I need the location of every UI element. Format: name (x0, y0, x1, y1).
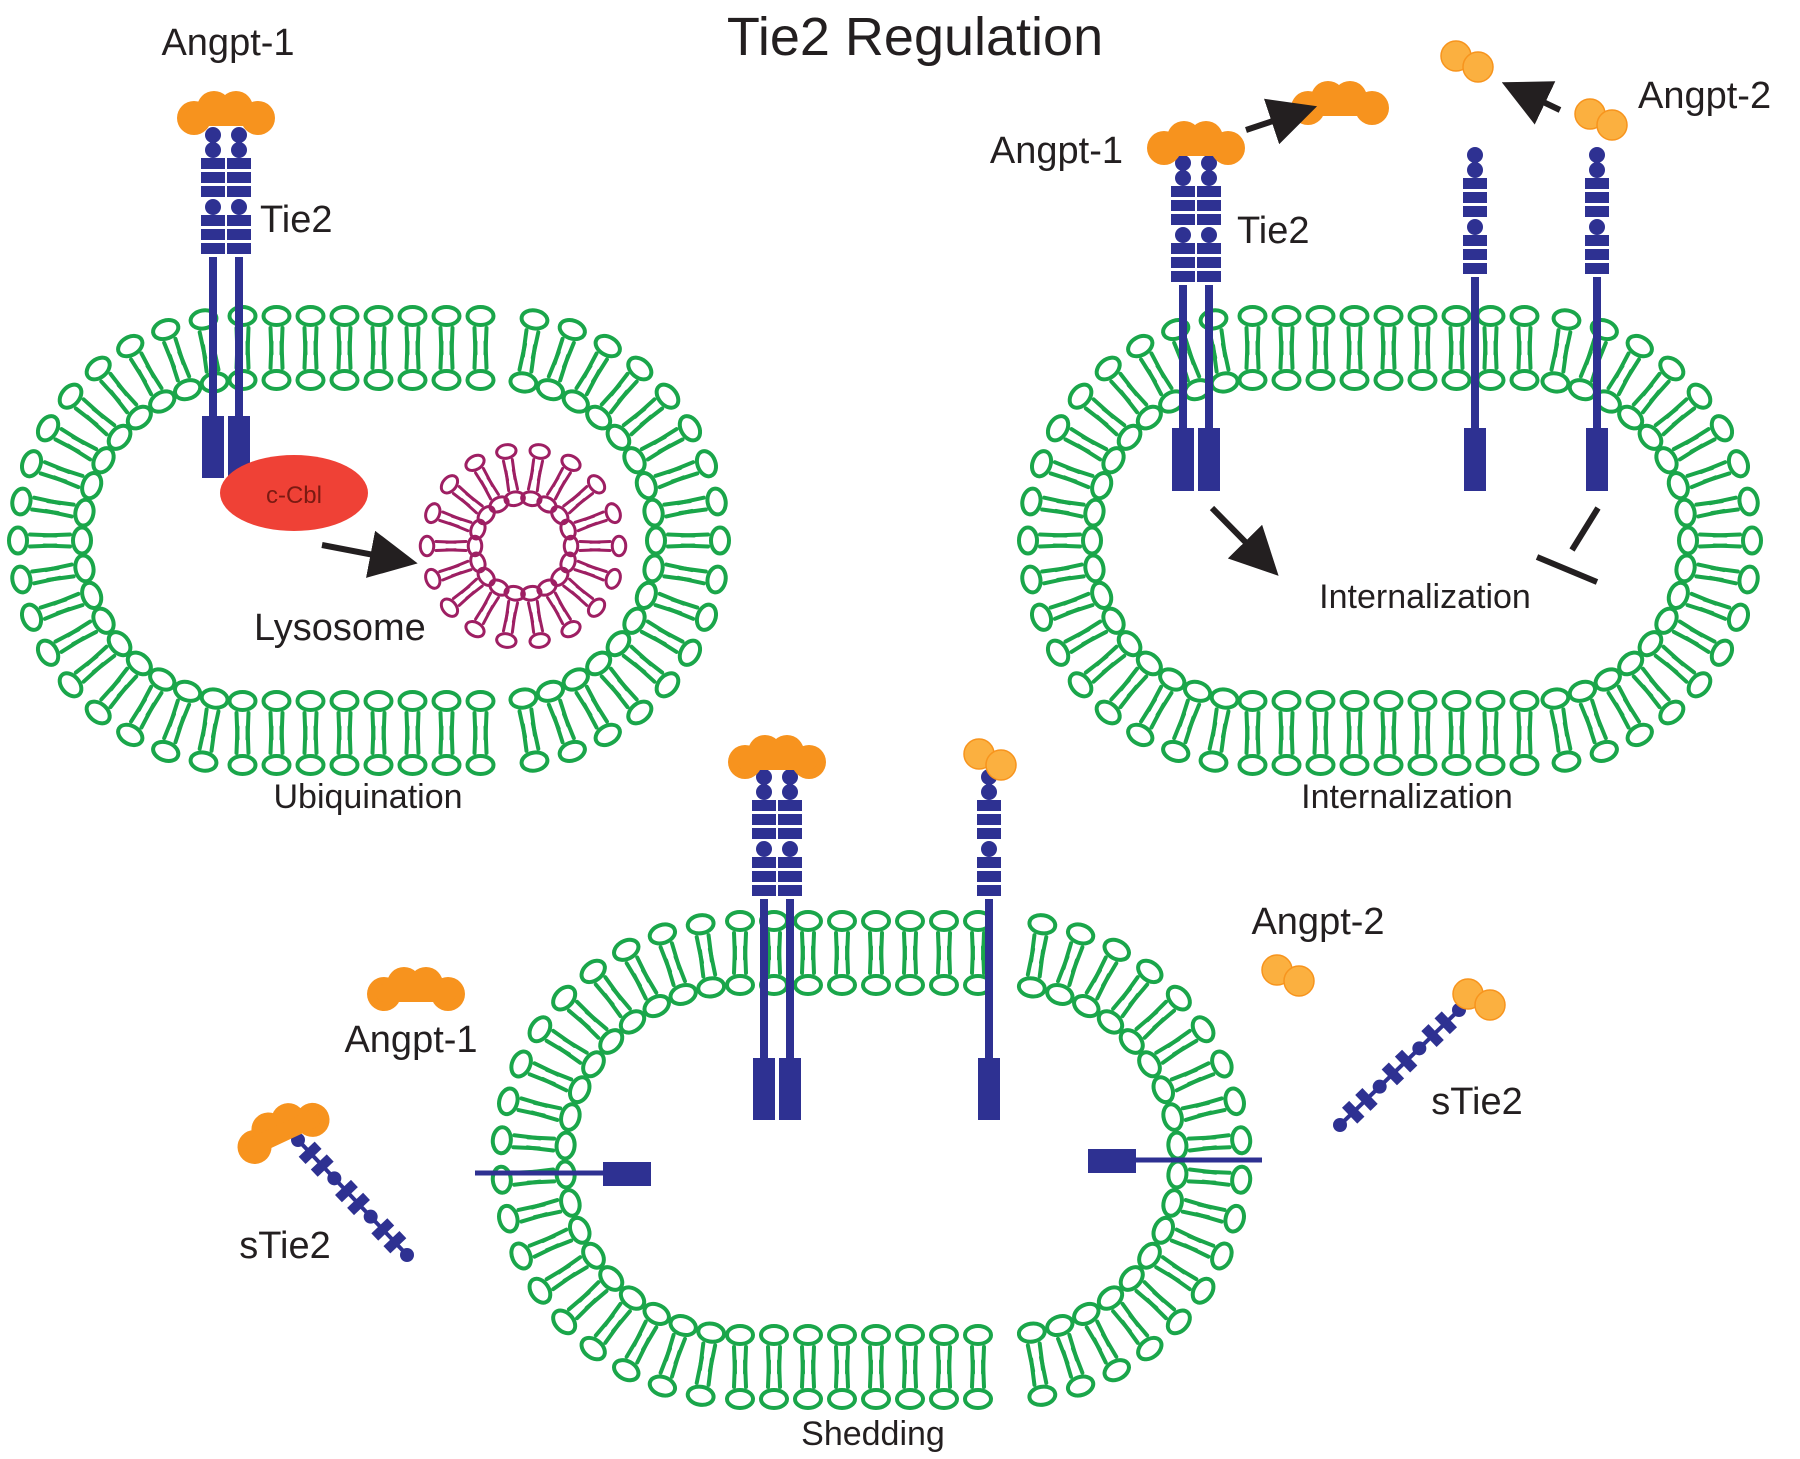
angpt1-ligand (177, 91, 275, 135)
angpt1-bound-stie2 (237, 1102, 330, 1164)
angpt1-ligand (728, 735, 826, 779)
arrow-to-internalization (1209, 505, 1279, 576)
membrane-shedding-cell (490, 910, 1253, 1410)
angpt1-label: Angpt-1 (161, 22, 294, 64)
ccbl-protein (220, 455, 368, 531)
internalization-process-label: Internalization (1319, 578, 1531, 616)
tie2-label: Tie2 (260, 199, 333, 241)
angpt2-label: Angpt-2 (1251, 901, 1384, 943)
lysosome-label: Lysosome (254, 607, 426, 649)
membrane-internalization-cell (1017, 305, 1763, 776)
stie2-label: sTie2 (239, 1225, 331, 1267)
tie2-label: Tie2 (1237, 210, 1310, 252)
soluble-tie2-fragment (291, 1133, 414, 1262)
caption-ubiquination: Ubiquination (273, 778, 462, 816)
angpt2-released-ligand (1440, 40, 1494, 83)
angpt1-label: Angpt-1 (990, 130, 1123, 172)
angpt2-ligand (1574, 98, 1628, 141)
tie2-receptor-monomer (1463, 147, 1487, 491)
inhibition-arrow (1535, 506, 1601, 585)
angpt1-label: Angpt-1 (344, 1019, 477, 1061)
tie2-receptor-monomer (977, 769, 1001, 1120)
caption-shedding: Shedding (801, 1415, 945, 1453)
angpt1-free-ligand (367, 967, 465, 1011)
angpt2-ligand (963, 738, 1017, 781)
tie2-receptor-dimer (201, 127, 251, 478)
arrow-angpt1-release (1245, 98, 1318, 145)
stie2-label: sTie2 (1431, 1081, 1523, 1123)
arrow-angpt2-release (1501, 81, 1562, 125)
tie2-receptor-dimer (752, 769, 802, 1120)
tie2-receptor-monomer (1585, 147, 1609, 491)
arrow-to-lysosome (321, 530, 418, 578)
ccbl-label: c-Cbl (266, 482, 322, 509)
lysosome-vesicle (418, 443, 628, 649)
angpt2-free-ligand (1261, 954, 1315, 997)
angpt1-released-ligand (1291, 81, 1389, 125)
angpt2-bound-stie2 (1452, 978, 1506, 1021)
tie2-receptor-dimer (1171, 155, 1221, 491)
angpt2-label: Angpt-2 (1638, 75, 1771, 117)
membrane-ubiquination-cell (7, 305, 731, 776)
soluble-tie2-fragment (1333, 1003, 1466, 1132)
diagram-title: Tie2 Regulation (727, 7, 1103, 67)
cleaved-tie2-stub-left (475, 1162, 651, 1186)
cleaved-tie2-stub-right (1088, 1149, 1262, 1173)
caption-internalization: Internalization (1301, 778, 1513, 816)
angpt1-ligand (1147, 121, 1245, 165)
